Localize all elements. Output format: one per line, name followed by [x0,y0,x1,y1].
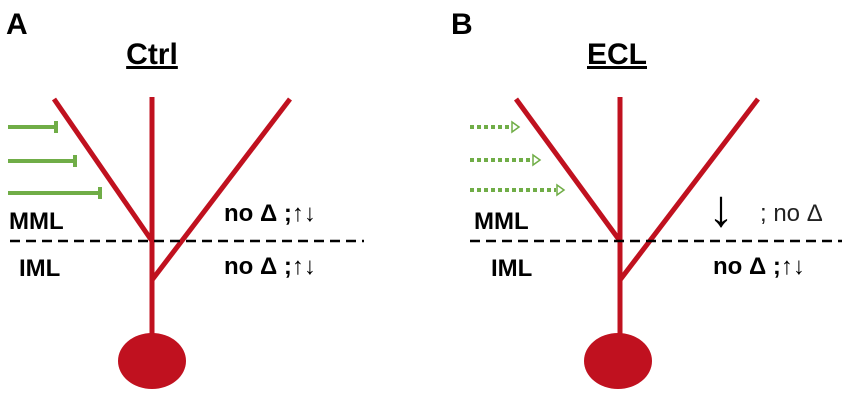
panel-a-mml-change: no Δ ;↑↓ [224,200,316,227]
panel-a-input-1 [8,121,58,133]
panel-b-mml-change: ; no Δ [760,200,823,227]
panel-b-left-dendrite [513,97,623,243]
panel-b-input-1 [470,120,521,134]
panel-a-soma [118,333,186,389]
panel-b-right-dendrite [618,97,760,282]
panel-b-iml-change: no Δ ;↑↓ [713,253,805,280]
panel-a-left-dendrite [51,97,155,243]
panel-b-decrease-arrow: ↓ [708,180,734,238]
panel-a-iml-change: no Δ ;↑↓ [224,253,316,280]
panel-a: A Ctrl MML IML [6,8,364,389]
panel-b-iml-label: IML [491,255,532,282]
panel-a-neuron [51,97,292,389]
panel-a-inputs [8,121,102,199]
panel-b-input-3 [470,183,566,197]
panel-b-neuron [513,97,760,389]
panel-a-input-2 [8,155,77,167]
panel-b-soma [584,333,652,389]
panel-b-inputs [470,120,566,197]
panel-b-title: ECL [587,38,647,71]
panel-b: B ECL MML IML [451,8,842,389]
panel-a-mml-label: MML [9,208,64,235]
panel-b-input-2 [470,153,542,167]
panel-a-title: Ctrl [126,38,178,71]
panel-a-input-3 [8,187,102,199]
panel-b-mml-label: MML [474,208,529,235]
panel-b-letter: B [451,8,473,41]
panel-a-letter: A [6,8,28,41]
panel-a-right-dendrite [150,97,292,282]
panel-a-iml-label: IML [19,255,60,282]
